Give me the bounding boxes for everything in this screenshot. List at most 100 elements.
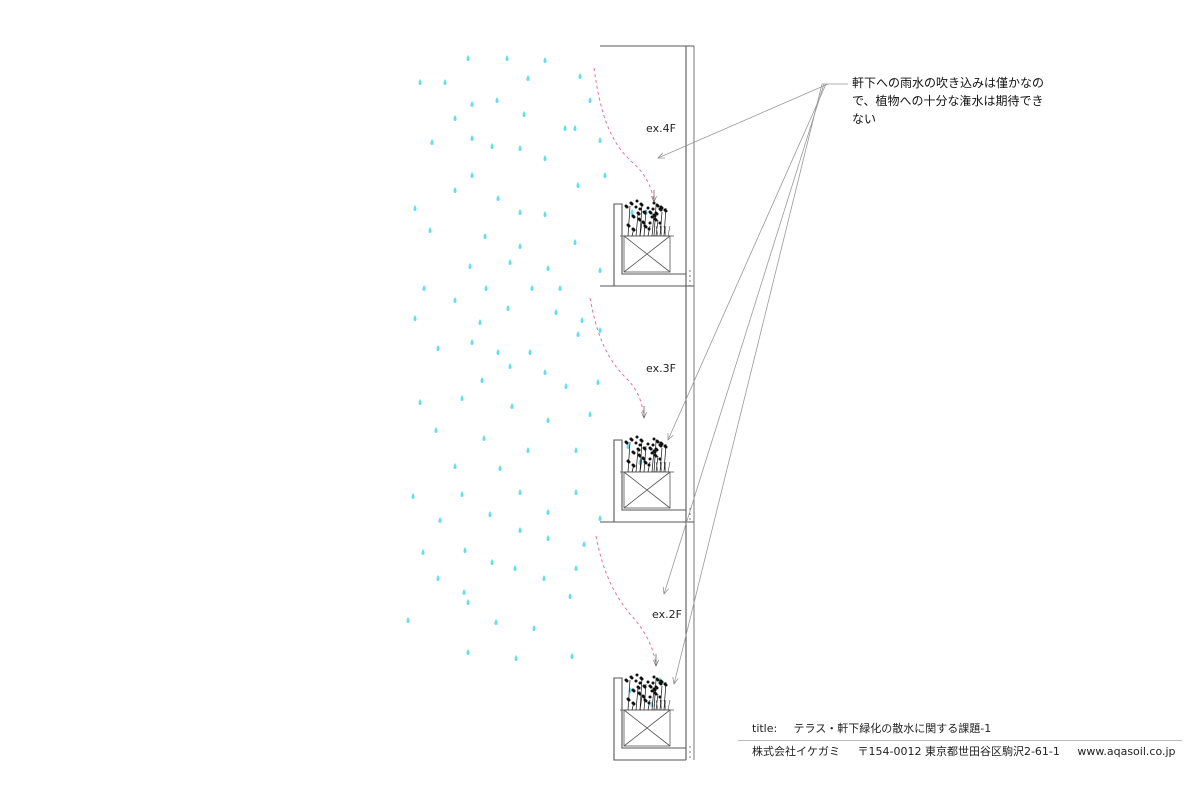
- raindrop: [526, 75, 530, 81]
- leaf: [632, 451, 636, 455]
- raindrop: [598, 515, 602, 521]
- raindrop: [558, 285, 562, 291]
- balcony-2f: [613, 673, 686, 761]
- plant-foliage: [624, 435, 671, 473]
- raindrop: [598, 137, 602, 143]
- annotation-line-2: で、植物への十分な潅水は期待でき: [852, 94, 1044, 108]
- stem: [659, 685, 663, 711]
- grass-blade: [659, 225, 663, 237]
- annotation-line-3: ない: [852, 112, 877, 126]
- leaf: [635, 199, 639, 203]
- floor-label-4f: ex.4F: [646, 122, 676, 135]
- grass-blade: [655, 225, 659, 237]
- raindrop: [418, 79, 422, 85]
- raindrop: [598, 327, 602, 333]
- stem: [653, 441, 657, 473]
- raindrop: [588, 97, 592, 103]
- raindrop: [573, 239, 577, 245]
- stem: [663, 207, 667, 237]
- stem: [627, 679, 631, 711]
- raindrop: [453, 115, 457, 121]
- raindrop: [530, 285, 534, 291]
- raindrop: [582, 541, 586, 547]
- raindrop: [495, 97, 499, 103]
- raindrop: [596, 379, 600, 385]
- drawing-title: テラス・軒下緑化の散水に関する課題-1: [793, 722, 992, 735]
- stem: [663, 443, 667, 473]
- raindrop: [576, 182, 580, 188]
- leaf: [651, 207, 655, 211]
- leaf: [638, 443, 642, 447]
- stem: [655, 219, 659, 237]
- leaf: [660, 680, 664, 684]
- raindrop: [506, 305, 510, 311]
- leaf: [644, 461, 648, 465]
- raindrop: [576, 331, 580, 337]
- grass-blade: [655, 699, 659, 711]
- leaf: [656, 204, 660, 208]
- raindrop: [488, 511, 492, 517]
- stem: [651, 213, 655, 237]
- leaf: [660, 206, 664, 210]
- raindrop: [546, 417, 550, 423]
- stem: [653, 205, 657, 237]
- stem: [651, 449, 655, 473]
- grass-blade: [659, 461, 663, 473]
- raindrop: [518, 243, 522, 249]
- leaf: [638, 207, 642, 211]
- plant-foliage: [624, 673, 671, 711]
- leaf: [634, 679, 638, 683]
- raindrop: [546, 509, 550, 515]
- leaf: [635, 673, 639, 677]
- leaf: [638, 681, 642, 685]
- raindrop: [462, 589, 466, 595]
- stem: [643, 445, 647, 473]
- company-row: 株式会社イケガミ 〒154-0012 東京都世田谷区駒沢2-61-1 www.a…: [738, 741, 1182, 763]
- title-row: title: テラス・軒下緑化の散水に関する課題-1: [738, 718, 1182, 740]
- raindrop: [466, 55, 470, 61]
- raindrop: [418, 399, 422, 405]
- raindrop: [568, 593, 572, 599]
- leaf: [646, 442, 650, 446]
- raindrop: [588, 411, 592, 417]
- raindrop: [543, 155, 547, 161]
- leaf: [625, 441, 629, 445]
- company-website[interactable]: www.aqasoil.co.jp: [1077, 745, 1176, 758]
- raindrop: [490, 559, 494, 565]
- balcony-parapet: [613, 439, 686, 523]
- raindrop: [514, 655, 518, 661]
- grass-blade: [663, 461, 667, 473]
- raindrop: [543, 211, 547, 217]
- rain-layer: [406, 55, 662, 707]
- leaf: [650, 451, 654, 455]
- leaf: [655, 686, 659, 690]
- raindrop: [505, 55, 509, 61]
- leaf: [634, 205, 638, 209]
- grass-blade: [667, 461, 671, 473]
- raindrop: [463, 547, 467, 553]
- raindrop: [470, 101, 474, 107]
- stem: [653, 679, 657, 711]
- raindrop: [483, 233, 487, 239]
- leaf: [656, 440, 660, 444]
- raindrop: [443, 79, 447, 85]
- leaf: [644, 225, 648, 229]
- rain-flow-path: [589, 297, 645, 419]
- leader-line: [664, 83, 825, 594]
- stem: [651, 687, 655, 711]
- leaf: [646, 680, 650, 684]
- raindrop: [453, 187, 457, 193]
- stem: [647, 699, 651, 711]
- company-name: 株式会社イケガミ: [752, 745, 840, 758]
- raindrop: [518, 527, 522, 533]
- leaf: [652, 437, 656, 441]
- stem: [643, 209, 647, 237]
- raindrop: [522, 111, 526, 117]
- raindrop: [508, 259, 512, 265]
- stem: [639, 439, 643, 473]
- leaf: [652, 675, 656, 679]
- raindrop: [470, 135, 474, 141]
- planter-cross: [623, 709, 671, 747]
- raindrop: [430, 139, 434, 145]
